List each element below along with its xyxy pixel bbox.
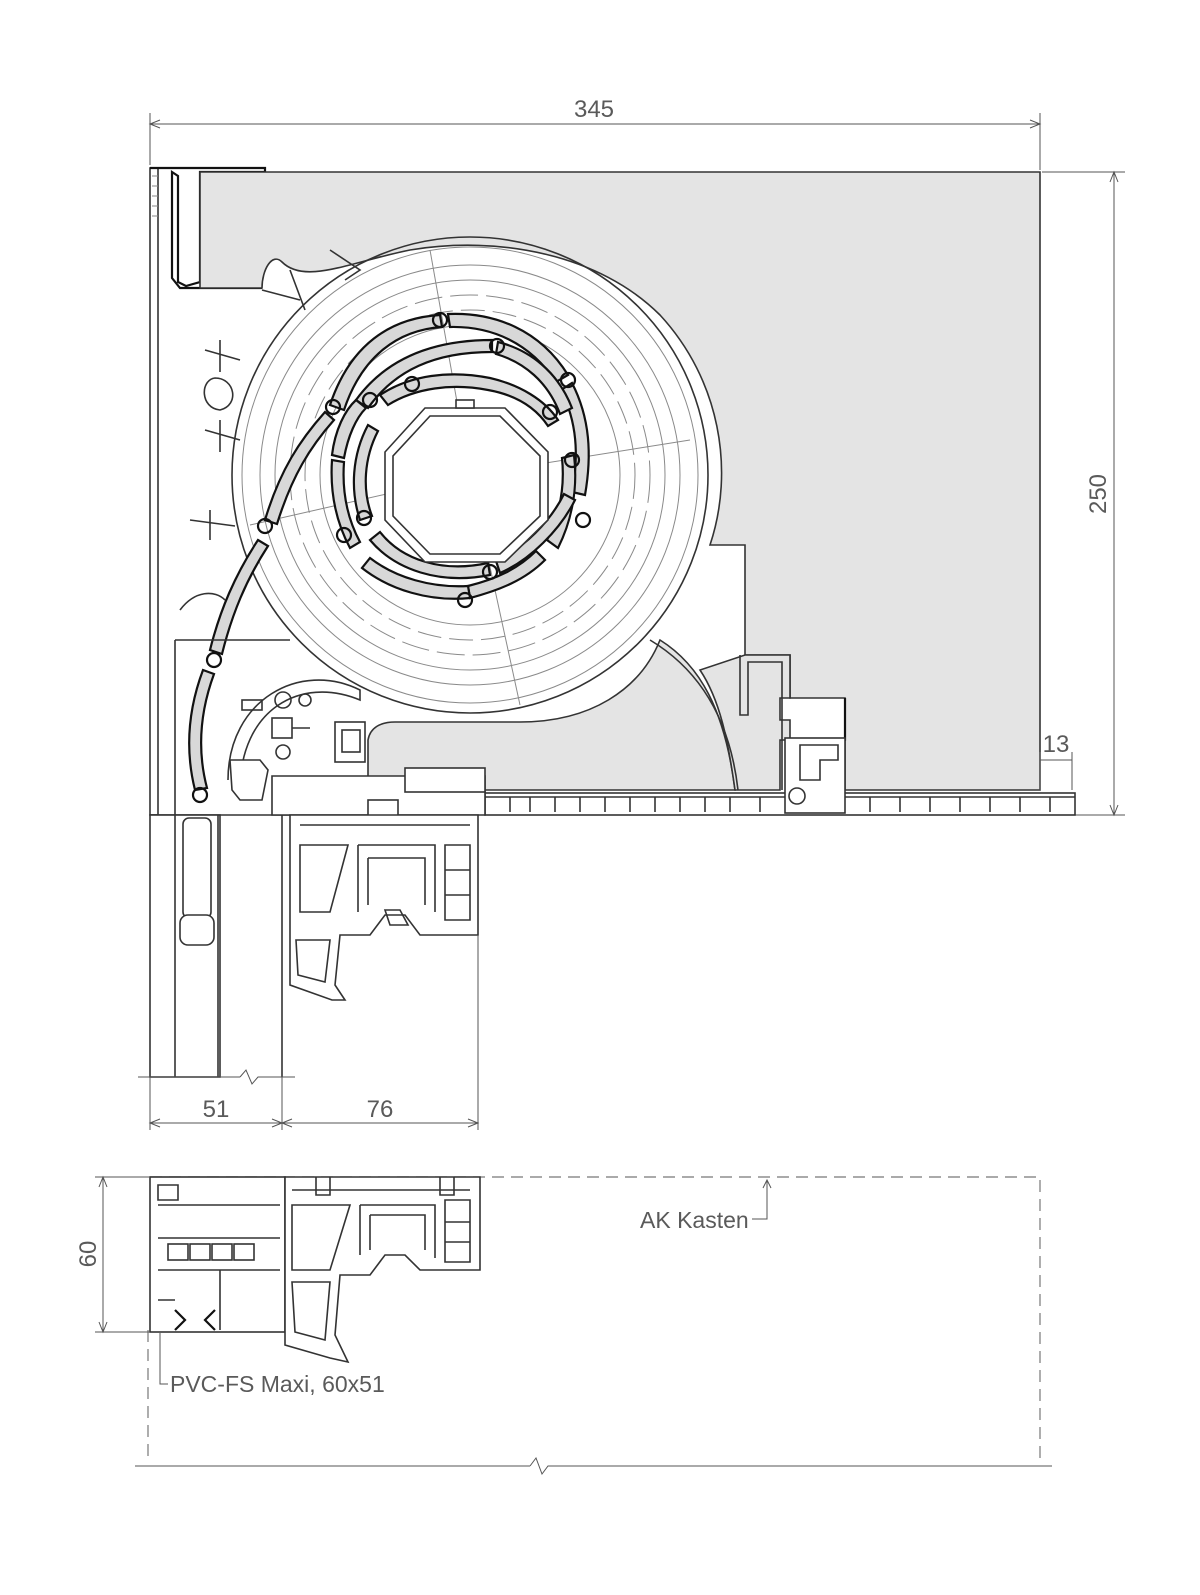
dimension-51-76: 51 76 xyxy=(148,935,480,1130)
profile-section-lower xyxy=(135,1176,1052,1476)
dimension-345: 345 xyxy=(148,96,1042,170)
dimension-250: 250 xyxy=(1042,170,1125,817)
guide-rail xyxy=(138,814,295,1085)
shutter-curtain xyxy=(188,311,592,804)
kasten-callout: AK Kasten xyxy=(640,1178,772,1233)
octagonal-shaft xyxy=(384,399,549,563)
dimension-60-label: 60 xyxy=(75,1241,102,1268)
dimension-13-label: 13 xyxy=(1043,731,1070,758)
dimension-51-label: 51 xyxy=(203,1096,230,1123)
dimension-13: 13 xyxy=(1039,731,1073,790)
window-frame-upper xyxy=(229,759,486,1001)
bottom-plate xyxy=(484,737,1076,816)
roller-box xyxy=(149,166,1041,816)
profile-callout: PVC-FS Maxi, 60x51 xyxy=(159,1333,385,1397)
dimension-60: 60 xyxy=(75,1175,150,1334)
bracket-details xyxy=(174,249,366,815)
profile-label: PVC-FS Maxi, 60x51 xyxy=(170,1371,385,1397)
dimension-345-label: 345 xyxy=(574,96,614,123)
kasten-label: AK Kasten xyxy=(640,1207,749,1233)
dimension-76-label: 76 xyxy=(367,1096,394,1123)
insulation-foam xyxy=(199,171,1041,791)
dimension-250-label: 250 xyxy=(1085,474,1112,514)
